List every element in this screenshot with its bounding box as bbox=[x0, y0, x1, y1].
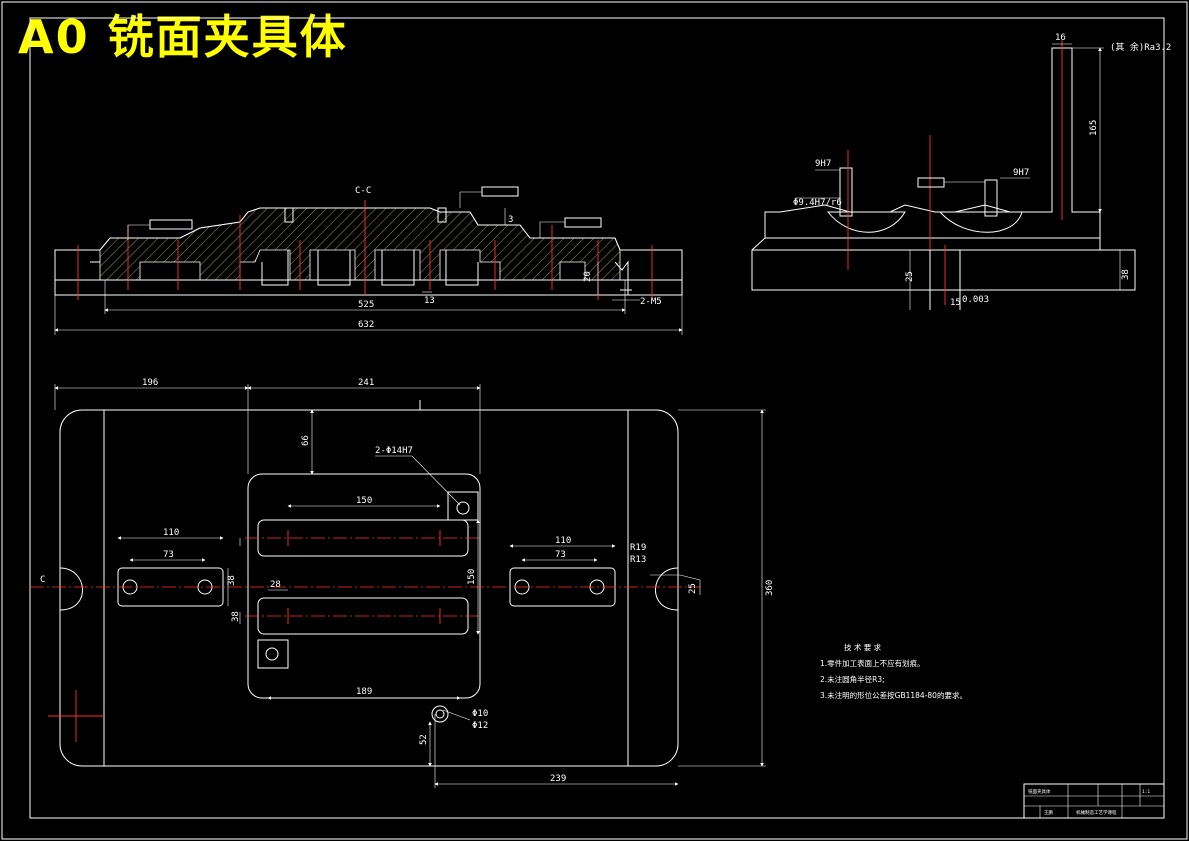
dim-plan-38-a: 38 bbox=[227, 575, 237, 586]
dim-side-165: 165 bbox=[1089, 120, 1099, 136]
dim-plan-66: 66 bbox=[301, 435, 311, 446]
dim-side-15: 15 bbox=[950, 298, 961, 308]
notes-heading: 技 术 要 求 bbox=[844, 643, 882, 652]
drawing-frame bbox=[29, 17, 1165, 819]
dim-front-2m5: 2-M5 bbox=[640, 297, 662, 307]
dim-plan-r13: R13 bbox=[630, 555, 646, 565]
dim-plan-241: 241 bbox=[358, 378, 374, 388]
dim-plan-r19: R19 bbox=[630, 543, 646, 553]
title-block-author: 王鹏 bbox=[1044, 809, 1053, 816]
note-item-3: 3.未注明的形位公差按GB1184-80的要求。 bbox=[820, 691, 967, 700]
dim-side-38: 38 bbox=[1121, 269, 1131, 280]
dim-front-525: 525 bbox=[358, 300, 374, 310]
dim-plan-239: 239 bbox=[550, 774, 566, 784]
dim-front-632: 632 bbox=[358, 320, 374, 330]
front-section-view bbox=[54, 186, 683, 335]
dim-plan-150-v: 150 bbox=[467, 569, 477, 585]
title-block bbox=[1023, 783, 1165, 819]
dim-plan-25: 25 bbox=[688, 583, 698, 594]
dim-plan-110-right: 110 bbox=[555, 536, 571, 546]
plan-view bbox=[30, 384, 766, 788]
dim-side-16: 16 bbox=[1055, 33, 1066, 43]
side-hatch-right bbox=[938, 211, 1023, 233]
technical-notes: 技 术 要 求 1.零件加工表面上不应有划痕。 2.未注圆角半径R3; 3.未注… bbox=[820, 640, 967, 704]
title-block-name: 铣面夹具体 bbox=[1028, 788, 1051, 795]
dim-plan-d12: Φ12 bbox=[472, 721, 488, 731]
dim-side-fit: Φ9.4H7/r6 bbox=[793, 198, 842, 208]
dim-side-tol: 0.003 bbox=[962, 295, 989, 305]
dim-front-3: 3 bbox=[508, 215, 513, 225]
dim-plan-28: 28 bbox=[270, 580, 281, 590]
dim-plan-52: 52 bbox=[419, 734, 429, 745]
section-label: C-C bbox=[355, 186, 371, 196]
dim-plan-73-right: 73 bbox=[555, 550, 566, 560]
dim-plan-110-left: 110 bbox=[163, 528, 179, 538]
note-item-1: 1.零件加工表面上不应有划痕。 bbox=[820, 659, 925, 668]
dim-side-25: 25 bbox=[905, 271, 915, 282]
title-block-scale: 1:1 bbox=[1142, 789, 1150, 795]
dim-plan-38-b: 38 bbox=[231, 611, 241, 622]
dim-plan-360: 360 bbox=[765, 580, 775, 596]
dim-plan-d10: Φ10 bbox=[472, 709, 488, 719]
note-item-2: 2.未注圆角半径R3; bbox=[820, 675, 885, 684]
dim-side-9h7-right: 9H7 bbox=[1013, 168, 1029, 178]
dim-plan-2d14h7: 2-Φ14H7 bbox=[375, 446, 413, 456]
section-marker: C bbox=[40, 575, 45, 585]
dim-side-9h7-left: 9H7 bbox=[815, 159, 831, 169]
side-view bbox=[751, 40, 1136, 310]
side-hatch-left bbox=[826, 211, 906, 233]
dim-plan-73-left: 73 bbox=[163, 550, 174, 560]
dim-plan-196: 196 bbox=[142, 378, 158, 388]
roughness-note: (其 余)Ra3.2 bbox=[1110, 41, 1171, 53]
section-hatch bbox=[99, 207, 621, 281]
dim-front-20: 20 bbox=[583, 271, 593, 282]
drawing-title: A0 铣面夹具体 bbox=[18, 10, 348, 64]
dim-plan-189: 189 bbox=[356, 687, 372, 697]
title-block-school: 机械制造工艺学课程 bbox=[1076, 809, 1117, 816]
dim-front-13: 13 bbox=[424, 296, 435, 306]
dim-plan-150-h: 150 bbox=[356, 496, 372, 506]
